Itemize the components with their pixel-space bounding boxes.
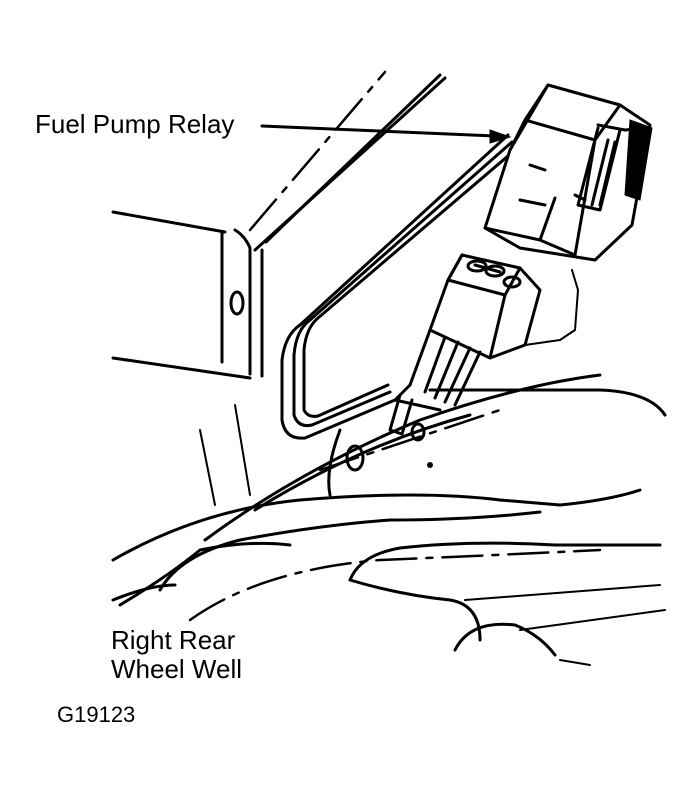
- fuel-pump-relay: [483, 83, 653, 262]
- wheel-well-label-line1: Right Rear: [111, 625, 236, 655]
- wheel-well-label-line2: Wheel Well: [111, 654, 243, 684]
- body-panel: [111, 70, 447, 506]
- wheel-well: [111, 373, 667, 666]
- relay-connector: [388, 253, 579, 436]
- trim-window: [280, 133, 517, 440]
- figure-code: G19123: [57, 702, 136, 727]
- relay-arrow: [260, 124, 512, 144]
- fuel-pump-relay-label: Fuel Pump Relay: [35, 109, 235, 139]
